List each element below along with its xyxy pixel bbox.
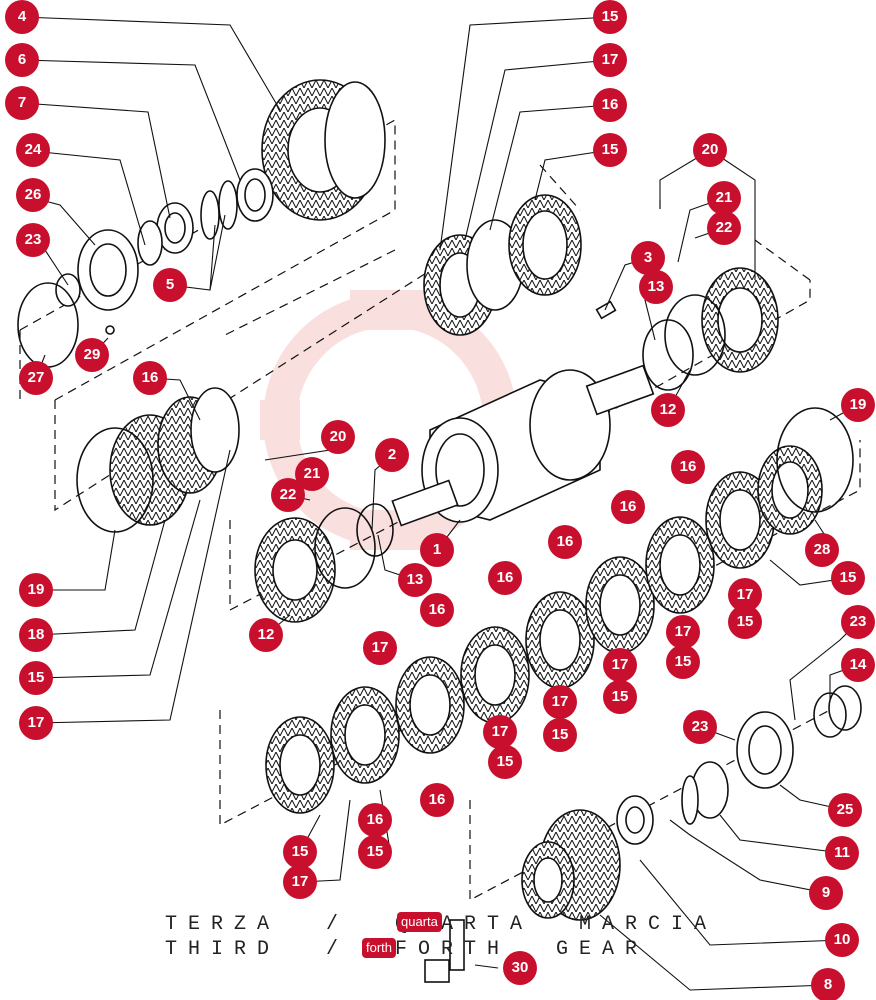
callout-16[interactable]: 16 — [133, 361, 167, 395]
callout-17[interactable]: 17 — [593, 43, 627, 77]
callout-17[interactable]: 17 — [283, 865, 317, 899]
callout-16[interactable]: 16 — [488, 561, 522, 595]
callout-19[interactable]: 19 — [841, 388, 875, 422]
callout-21[interactable]: 21 — [295, 457, 329, 491]
callout-15[interactable]: 15 — [19, 661, 53, 695]
callout-17[interactable]: 17 — [19, 706, 53, 740]
callout-15[interactable]: 15 — [728, 605, 762, 639]
callout-16[interactable]: 16 — [548, 525, 582, 559]
callout-23[interactable]: 23 — [841, 605, 875, 639]
callout-17[interactable]: 17 — [603, 648, 637, 682]
callout-14[interactable]: 14 — [841, 648, 875, 682]
callout-3[interactable]: 3 — [631, 241, 665, 275]
callout-8[interactable]: 8 — [811, 968, 845, 1000]
callout-23[interactable]: 23 — [16, 223, 50, 257]
callout-16[interactable]: 16 — [593, 88, 627, 122]
callout-20[interactable]: 20 — [321, 420, 355, 454]
tag-forth[interactable]: forth — [362, 938, 397, 958]
callout-22[interactable]: 22 — [707, 211, 741, 245]
callout-1[interactable]: 1 — [420, 533, 454, 567]
callout-25[interactable]: 25 — [828, 793, 862, 827]
callout-15[interactable]: 15 — [488, 745, 522, 779]
callout-15[interactable]: 15 — [358, 835, 392, 869]
callout-29[interactable]: 29 — [75, 338, 109, 372]
callout-16[interactable]: 16 — [611, 490, 645, 524]
callout-30[interactable]: 30 — [503, 951, 537, 985]
callout-2[interactable]: 2 — [375, 438, 409, 472]
callout-15[interactable]: 15 — [831, 561, 865, 595]
callout-18[interactable]: 18 — [19, 618, 53, 652]
callout-16[interactable]: 16 — [358, 803, 392, 837]
callout-17[interactable]: 17 — [543, 685, 577, 719]
caption-english: THIRD / FORTH GEAR — [165, 938, 649, 961]
tag-quarta[interactable]: quarta — [397, 912, 442, 932]
callout-15[interactable]: 15 — [543, 718, 577, 752]
callout-12[interactable]: 12 — [651, 393, 685, 427]
callout-5[interactable]: 5 — [153, 268, 187, 302]
callout-9[interactable]: 9 — [809, 876, 843, 910]
callout-6[interactable]: 6 — [5, 43, 39, 77]
callout-24[interactable]: 24 — [16, 133, 50, 167]
callout-17[interactable]: 17 — [666, 615, 700, 649]
callout-7[interactable]: 7 — [5, 86, 39, 120]
callout-11[interactable]: 11 — [825, 836, 859, 870]
callout-16[interactable]: 16 — [671, 450, 705, 484]
callout-15[interactable]: 15 — [283, 835, 317, 869]
callout-16[interactable]: 16 — [420, 783, 454, 817]
callout-17[interactable]: 17 — [728, 578, 762, 612]
callout-4[interactable]: 4 — [5, 0, 39, 34]
callout-19[interactable]: 19 — [19, 573, 53, 607]
callout-23[interactable]: 23 — [683, 710, 717, 744]
callout-21[interactable]: 21 — [707, 181, 741, 215]
callout-22[interactable]: 22 — [271, 478, 305, 512]
callout-16[interactable]: 16 — [420, 593, 454, 627]
callout-13[interactable]: 13 — [639, 270, 673, 304]
callout-15[interactable]: 15 — [666, 645, 700, 679]
callout-17[interactable]: 17 — [363, 631, 397, 665]
callout-10[interactable]: 10 — [825, 923, 859, 957]
callout-20[interactable]: 20 — [693, 133, 727, 167]
callout-17[interactable]: 17 — [483, 715, 517, 749]
component-shapes — [17, 79, 862, 983]
callout-27[interactable]: 27 — [19, 361, 53, 395]
callout-15[interactable]: 15 — [593, 0, 627, 34]
callout-26[interactable]: 26 — [16, 178, 50, 212]
callout-15[interactable]: 15 — [603, 680, 637, 714]
callout-15[interactable]: 15 — [593, 133, 627, 167]
callout-28[interactable]: 28 — [805, 533, 839, 567]
callout-12[interactable]: 12 — [249, 618, 283, 652]
callout-13[interactable]: 13 — [398, 563, 432, 597]
